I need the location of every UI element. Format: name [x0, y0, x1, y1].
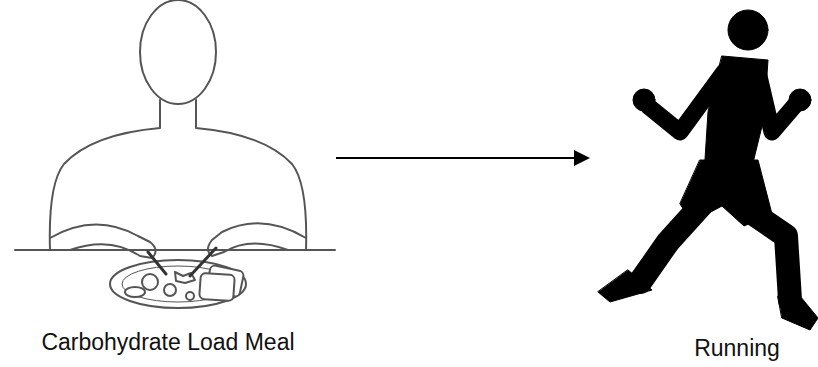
illustration-node: Carbohydrate Load Meal: [0, 0, 336, 367]
arrow-head: [574, 150, 590, 166]
diner-head: [140, 0, 216, 104]
food-item: [164, 284, 176, 296]
illustration-node: Running: [590, 0, 818, 367]
table-edge: [15, 249, 335, 251]
runner-front-shoe: [778, 296, 818, 330]
fork: [148, 252, 166, 274]
runner-front-leg: [742, 206, 790, 300]
food-item: [125, 287, 145, 297]
diner-right-arm: [208, 223, 306, 256]
node-caption: Carbohydrate Load Meal: [0, 328, 341, 356]
runner-front-fist: [789, 89, 811, 111]
bread-slice: [199, 273, 235, 301]
runner-silhouette: [598, 10, 818, 330]
node-caption: Running: [680, 334, 794, 362]
flow-arrow: [336, 150, 590, 166]
runner-back-arm: [648, 72, 724, 132]
knife: [190, 248, 216, 276]
plate: [110, 260, 246, 308]
diner-outline: [15, 0, 335, 308]
food-item: [186, 292, 194, 300]
diner-left-arm: [50, 224, 156, 258]
runner-head: [728, 10, 768, 50]
runner-back-fist: [633, 89, 655, 111]
runner-back-leg: [640, 200, 706, 282]
food-item: [142, 274, 158, 290]
arrow-line: [336, 157, 578, 159]
runner-back-shoe: [598, 270, 652, 302]
